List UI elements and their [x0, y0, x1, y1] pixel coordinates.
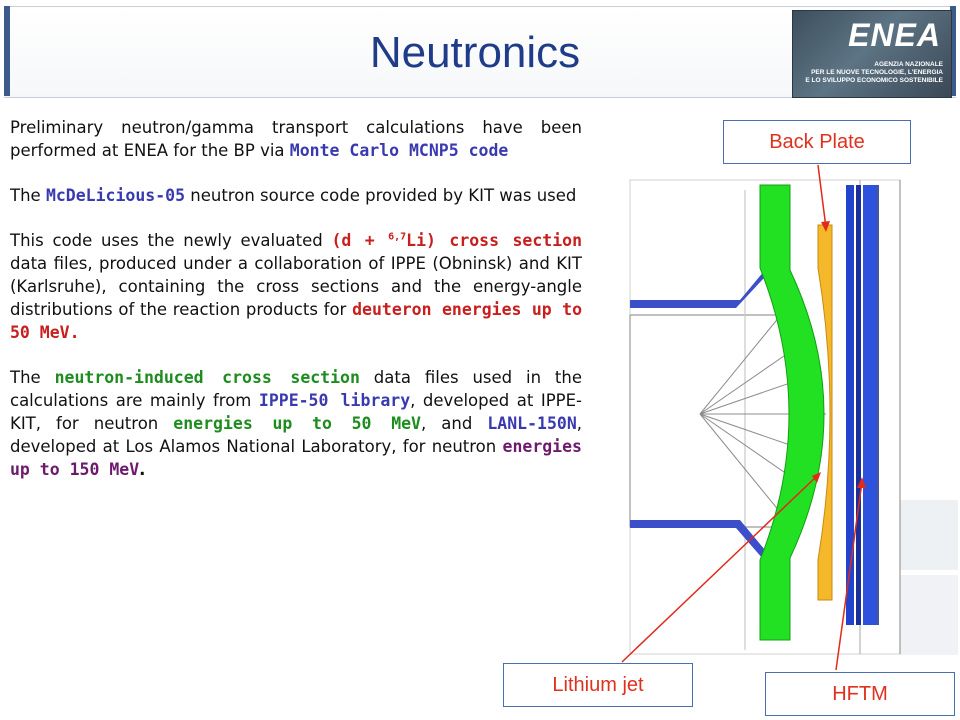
- paragraph-mcnp: Preliminary neutron/gamma transport calc…: [10, 116, 582, 162]
- text-run: The: [10, 186, 46, 205]
- hftm-column: [863, 185, 877, 625]
- isotope-superscript: 6,7: [388, 231, 407, 243]
- arrowhead: [812, 472, 821, 483]
- logo-subtitle-line: PER LE NUOVE TECNOLOGIE, L'ENERGIA: [811, 69, 943, 76]
- text-run: , developed at Los Alamos National Labor…: [10, 414, 582, 456]
- highlight-neutron-cross-section: neutron-induced cross section: [54, 368, 360, 387]
- ray-line: [699, 304, 790, 415]
- highlight-dli-cross-section: (d + 6,7Li) cross section: [331, 231, 582, 250]
- logo-subtitle-line: E LO SVILUPPO ECONOMICO SOSTENIBILE: [805, 77, 943, 84]
- body-text: Preliminary neutron/gamma transport calc…: [10, 116, 582, 503]
- ray-line: [699, 413, 790, 524]
- callout-arrows: [621, 164, 866, 671]
- background-tile: [900, 500, 958, 570]
- highlight-energies-150: energies up to 150 MeV: [10, 437, 582, 479]
- highlight-energies-50: energies up to 50 MeV: [173, 414, 421, 433]
- highlight-mcnp5: Monte Carlo MCNP5 code: [289, 141, 509, 160]
- hftm-column: [846, 185, 854, 625]
- banner-edge-right: [950, 6, 956, 96]
- paragraph-libraries: The neutron-induced cross section data f…: [10, 366, 582, 481]
- highlight-ippe50: IPPE-50 library: [258, 391, 411, 410]
- arrow-back-plate: [817, 164, 827, 229]
- nozzle-wall-upper: [630, 240, 790, 308]
- highlight-deuteron-energies: deuteron energies up to 50 MeV.: [10, 300, 582, 342]
- text-run: (d +: [331, 231, 389, 250]
- text-run: .: [139, 460, 146, 479]
- callout-lithium-jet: Lithium jet: [503, 663, 693, 707]
- text-run: , developed at IPPE-KIT, for neutron: [10, 391, 582, 433]
- paragraph-mcdelicious: The McDeLicious-05 neutron source code p…: [10, 184, 582, 207]
- nozzle-walls: [630, 240, 790, 590]
- lithium-jet: [759, 184, 825, 641]
- arrowhead: [821, 221, 830, 232]
- text-run: Li) cross section: [406, 231, 583, 250]
- arrowhead: [857, 477, 866, 488]
- arrow-lithium-jet: [621, 474, 819, 663]
- background-tile: [900, 575, 958, 655]
- text-run: data files, produced under a collaborati…: [10, 254, 582, 319]
- text-run: Preliminary neutron/gamma transport calc…: [10, 118, 582, 160]
- back-plate: [817, 224, 833, 601]
- callout-back-plate: Back Plate: [723, 120, 911, 164]
- paragraph-cross-section: This code uses the newly evaluated (d + …: [10, 229, 582, 344]
- banner-edge-left: [4, 6, 10, 96]
- text-run: This code uses the newly evaluated: [10, 231, 332, 250]
- enea-logo: ENEA AGENZIA NAZIONALE PER LE NUOVE TECN…: [792, 10, 952, 98]
- highlight-mcdelicious: McDeLicious-05: [45, 186, 186, 205]
- hftm-module: [846, 185, 879, 625]
- arrow-hftm: [835, 481, 863, 671]
- logo-word: ENEA: [848, 17, 941, 53]
- page-title: Neutronics: [369, 28, 581, 77]
- logo-subtitle: AGENZIA NAZIONALE PER LE NUOVE TECNOLOGI…: [801, 61, 943, 85]
- text-run: data files used in the calculations are …: [10, 368, 582, 410]
- callout-hftm: HFTM: [765, 672, 955, 716]
- text-run: , and: [421, 414, 488, 433]
- nozzle-wall-lower: [630, 520, 790, 590]
- text-run: The: [10, 368, 55, 387]
- logo-subtitle-line: AGENZIA NAZIONALE: [874, 61, 943, 68]
- hftm-column: [856, 185, 861, 625]
- text-run: neutron source code provided by KIT was …: [185, 186, 577, 205]
- highlight-lanl150n: LANL-150N: [487, 414, 577, 433]
